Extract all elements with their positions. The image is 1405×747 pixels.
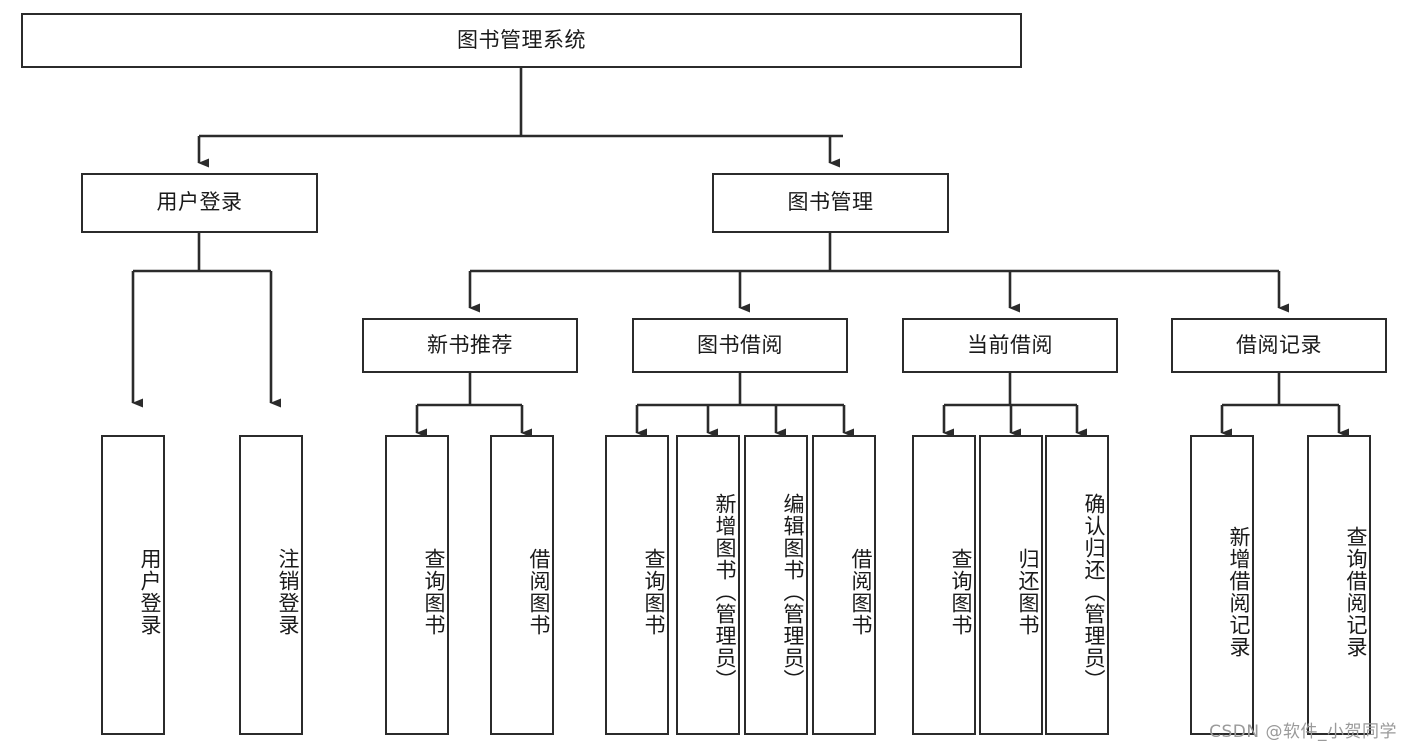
leaf-label: 查询图书 (422, 548, 446, 636)
leaf-label: 借阅图书 (849, 548, 873, 636)
leaf-user-login-login[interactable]: 用户登录 (101, 435, 165, 735)
leaf-current-borrow-return[interactable]: 归还图书 (979, 435, 1043, 735)
leaf-label: 查询借阅记录 (1344, 526, 1368, 658)
node-new-book-recommend[interactable]: 新书推荐 (362, 318, 578, 373)
leaf-new-book-query[interactable]: 查询图书 (385, 435, 449, 735)
leaf-label: 查询图书 (642, 548, 666, 636)
leaf-book-borrow-borrow[interactable]: 借阅图书 (812, 435, 876, 735)
leaf-label: 借阅图书 (527, 548, 551, 636)
leaf-book-borrow-add[interactable]: 新增图书（管理员） (676, 435, 740, 735)
leaf-label: 注销登录 (276, 548, 300, 636)
leaf-label: 归还图书 (1016, 548, 1040, 636)
leaf-label: 编辑图书（管理员） (781, 493, 805, 691)
leaf-label: 用户登录 (138, 548, 162, 636)
leaf-label: 查询图书 (949, 548, 973, 636)
watermark: CSDN @软件_小贺同学 (1209, 722, 1397, 742)
node-user-login[interactable]: 用户登录 (81, 173, 318, 233)
leaf-new-book-borrow[interactable]: 借阅图书 (490, 435, 554, 735)
node-book-manage[interactable]: 图书管理 (712, 173, 949, 233)
node-borrow-record[interactable]: 借阅记录 (1171, 318, 1387, 373)
leaf-book-borrow-query[interactable]: 查询图书 (605, 435, 669, 735)
node-current-borrow[interactable]: 当前借阅 (902, 318, 1118, 373)
leaf-current-borrow-confirm[interactable]: 确认归还（管理员） (1045, 435, 1109, 735)
leaf-user-login-logout[interactable]: 注销登录 (239, 435, 303, 735)
leaf-label: 确认归还（管理员） (1082, 493, 1106, 691)
leaf-label: 新增图书（管理员） (713, 493, 737, 691)
leaf-book-borrow-edit[interactable]: 编辑图书（管理员） (744, 435, 808, 735)
leaf-label: 新增借阅记录 (1227, 526, 1251, 658)
node-root[interactable]: 图书管理系统 (21, 13, 1022, 68)
leaf-borrow-record-add[interactable]: 新增借阅记录 (1190, 435, 1254, 735)
node-book-borrow[interactable]: 图书借阅 (632, 318, 848, 373)
leaf-borrow-record-query[interactable]: 查询借阅记录 (1307, 435, 1371, 735)
leaf-current-borrow-query[interactable]: 查询图书 (912, 435, 976, 735)
